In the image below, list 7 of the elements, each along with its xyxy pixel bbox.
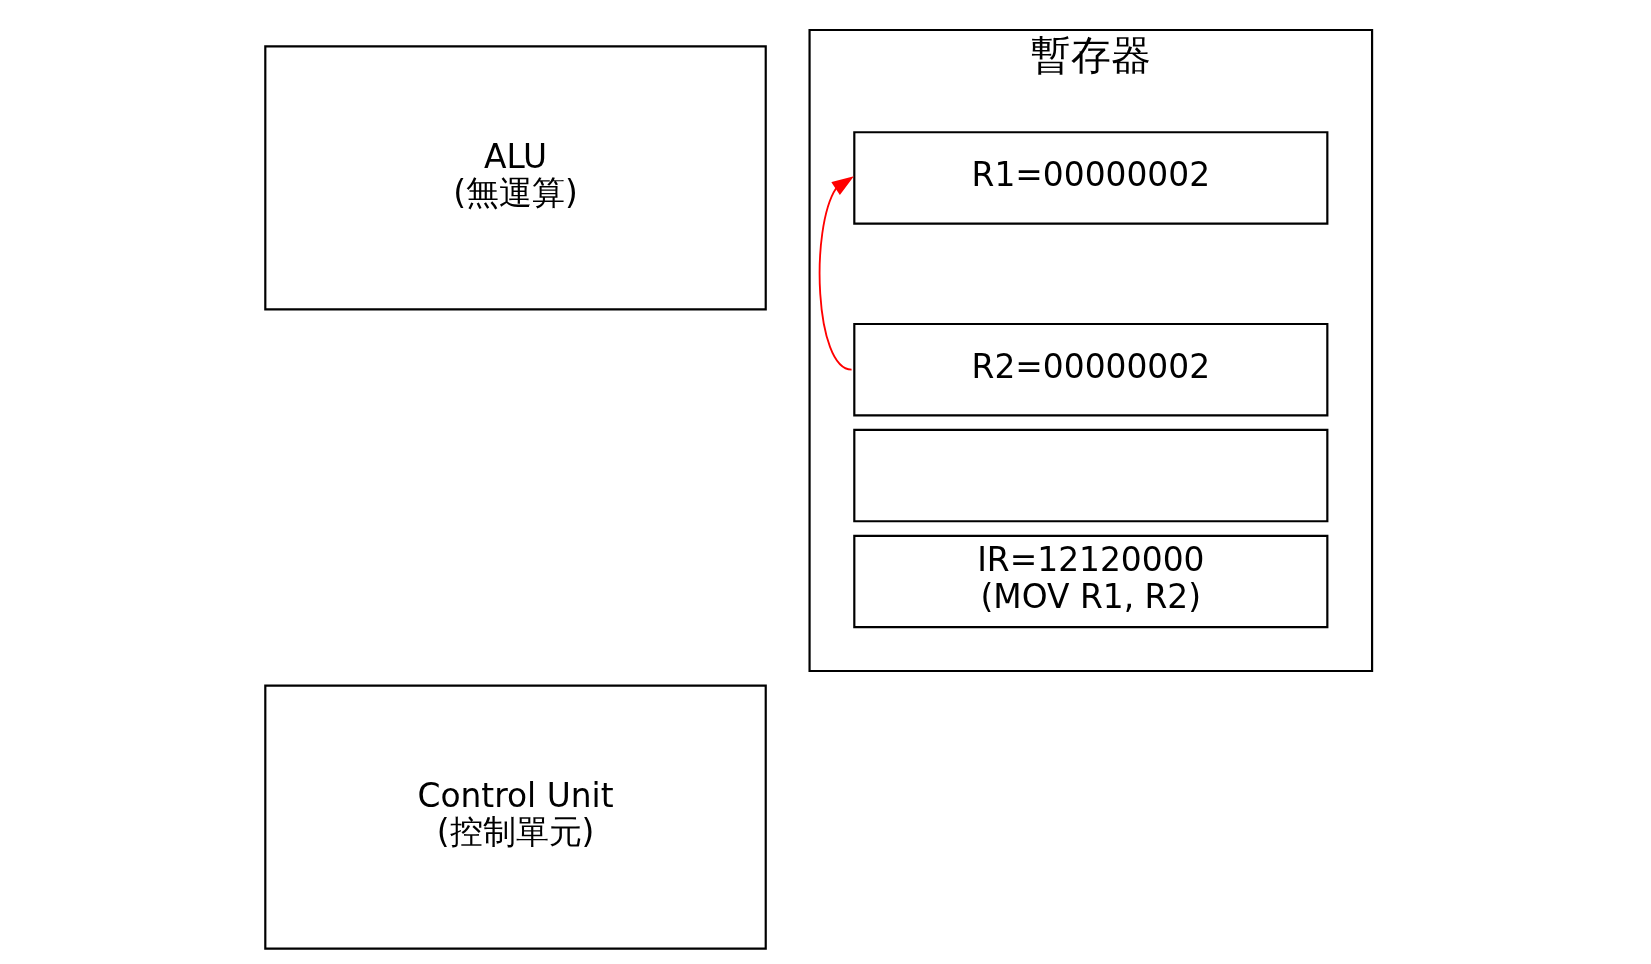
node-box: R2=00000002 — [852, 322, 1328, 417]
node-box: R1=00000002 — [852, 131, 1328, 225]
arrow — [818, 176, 854, 371]
node-box — [852, 428, 1328, 523]
node-box: ALU (無運算) — [263, 45, 767, 311]
node-box: IR=12120000 (MOV R1, R2) — [852, 534, 1328, 629]
node-box: Control Unit (控制單元) — [263, 684, 767, 950]
